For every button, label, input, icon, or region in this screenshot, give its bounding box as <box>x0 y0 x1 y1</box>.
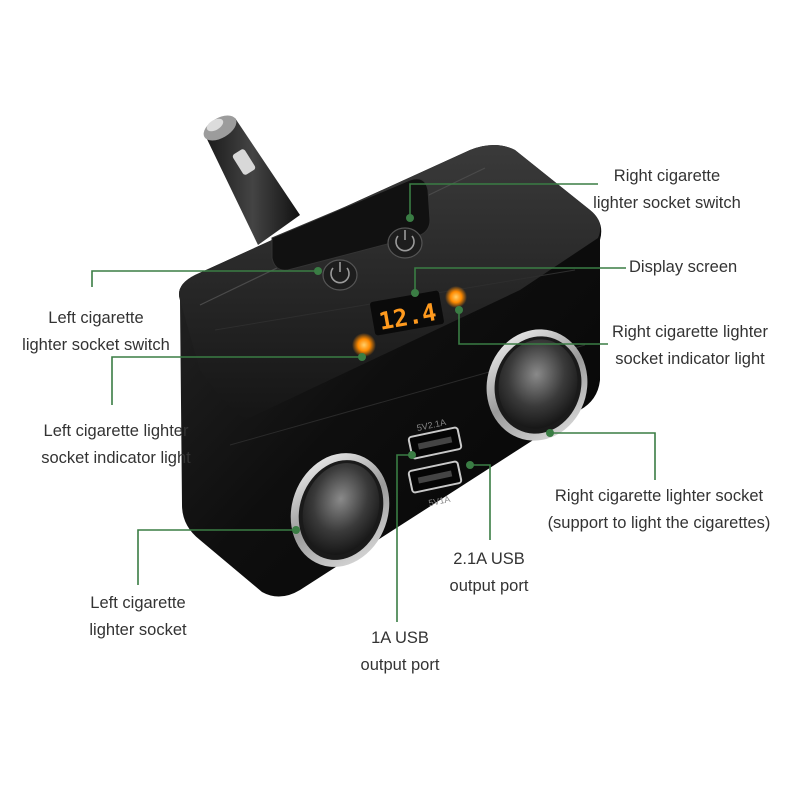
callout-left-indicator: Left cigarette lighter socket indicator … <box>41 422 191 467</box>
leader-left-socket <box>137 529 296 585</box>
left-socket-switch[interactable] <box>322 259 358 291</box>
leader-lines <box>91 183 656 622</box>
callout-right-socket: Right cigarette lighter socket (support … <box>547 487 771 532</box>
leader-left-indicator <box>111 356 362 405</box>
usb-port-bottom[interactable]: 5V1A <box>407 460 463 508</box>
callout-usb-2a: 2.1A USB output port <box>449 550 529 595</box>
callout-right-indicator: Right cigarette lighter socket indicator… <box>612 323 768 368</box>
callout-right-switch: Right cigarette lighter socket switch <box>593 167 741 212</box>
leader-usb-1a <box>396 454 412 622</box>
right-indicator-light <box>445 286 467 308</box>
leader-right-socket <box>550 432 656 480</box>
callout-usb-1a: 1A USB output port <box>360 629 440 674</box>
right-cigarette-socket[interactable] <box>474 318 600 452</box>
leader-right-indicator <box>458 310 608 345</box>
leader-left-switch <box>91 270 318 287</box>
car-plug <box>203 115 300 245</box>
leader-right-switch <box>409 183 598 218</box>
leader-usb-2a <box>470 464 491 540</box>
left-indicator-light <box>352 333 376 357</box>
usb-port-bottom-label: 5V1A <box>428 494 452 508</box>
leader-dots <box>292 214 554 534</box>
switch-panel <box>271 178 431 271</box>
leader-display <box>414 267 626 293</box>
left-cigarette-socket[interactable] <box>275 439 405 581</box>
right-socket-switch[interactable] <box>387 227 423 259</box>
callout-left-socket: Left cigarette lighter socket <box>89 594 187 639</box>
callout-left-switch: Left cigarette lighter socket switch <box>22 309 170 354</box>
callout-display: Display screen <box>629 258 738 276</box>
